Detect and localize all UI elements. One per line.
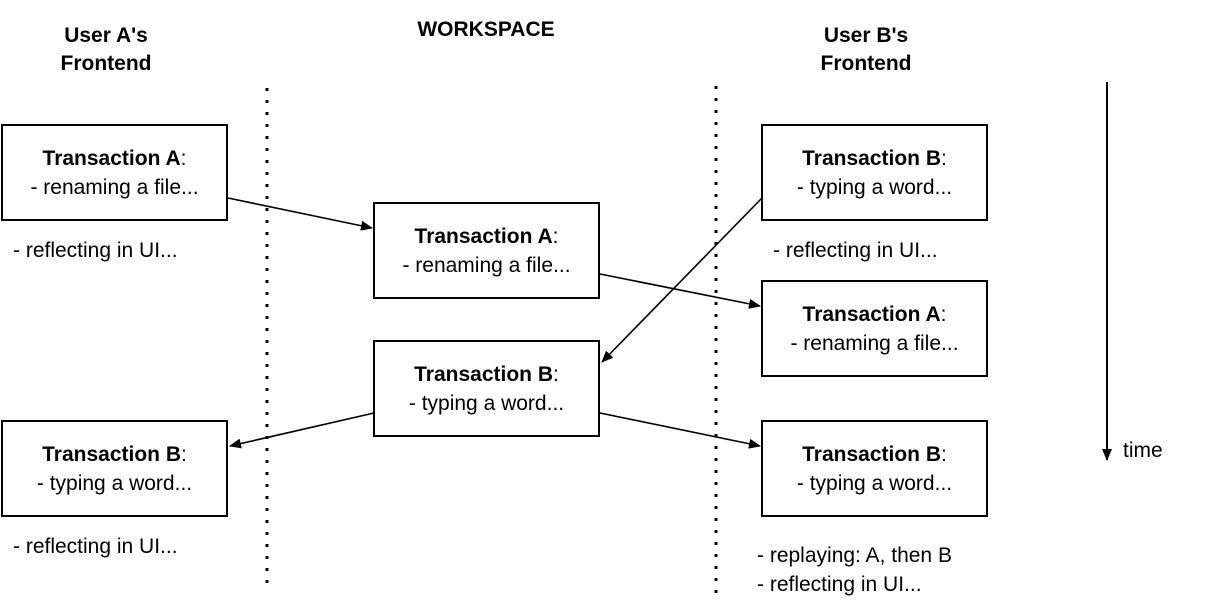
box-title-colon: :: [941, 146, 947, 170]
user-b-transaction-b-box-2: Transaction B: - typing a word...: [761, 420, 988, 517]
user-a-reflect-note-2: - reflecting in UI...: [13, 535, 178, 558]
box-title-colon: :: [940, 302, 947, 326]
arrow-a-to-workspace: [227, 197, 373, 231]
box-title-colon: :: [553, 362, 559, 386]
workspace-transaction-b-box: Transaction B: - typing a word...: [373, 340, 600, 437]
box-title-line: Transaction A:: [415, 222, 559, 251]
box-detail: - renaming a file...: [402, 253, 571, 277]
box-title-line: Transaction B:: [414, 360, 559, 389]
box-title-colon: :: [181, 442, 187, 466]
box-detail: - renaming a file...: [790, 331, 959, 355]
user-b-heading-line2: Frontend: [820, 52, 912, 75]
box-detail: - renaming a file...: [30, 175, 199, 199]
arrow-workspace-a-to-b: [599, 273, 761, 309]
box-title-line: Transaction A:: [803, 300, 947, 329]
user-a-heading: User A's Frontend: [36, 22, 176, 78]
user-a-transaction-b-box: Transaction B: - typing a word...: [1, 420, 228, 517]
user-b-replay-note: - replaying: A, then B: [757, 544, 952, 567]
arrow-b-to-workspace: [601, 197, 763, 363]
arrow-workspace-b-to-b: [599, 412, 761, 449]
box-title: Transaction A: [42, 146, 181, 170]
user-b-reflect-note-2: - reflecting in UI...: [757, 573, 922, 596]
box-title-line: Transaction B:: [42, 440, 187, 469]
box-title-colon: :: [180, 146, 187, 170]
user-a-transaction-a-box: Transaction A: - renaming a file...: [1, 124, 228, 221]
box-title-line: Transaction B:: [802, 144, 947, 173]
box-title-colon: :: [941, 442, 947, 466]
box-title: Transaction A: [414, 224, 553, 248]
user-b-transaction-a-box: Transaction A: - renaming a file...: [761, 280, 988, 377]
user-b-reflect-note-1: - reflecting in UI...: [773, 239, 938, 262]
box-title-colon: :: [552, 224, 559, 248]
box-title: Transaction B: [42, 442, 182, 466]
box-title-line: Transaction A:: [43, 144, 187, 173]
workspace-transaction-a-box: Transaction A: - renaming a file...: [373, 202, 600, 299]
box-title: Transaction A: [802, 302, 941, 326]
box-detail: - typing a word...: [796, 471, 953, 495]
box-detail: - typing a word...: [36, 471, 193, 495]
time-label: time: [1123, 439, 1163, 462]
user-a-heading-line1: User A's: [64, 24, 148, 47]
box-title: Transaction B: [414, 362, 554, 386]
user-b-heading-line1: User B's: [823, 24, 909, 47]
user-a-heading-line2: Frontend: [60, 52, 152, 75]
arrow-workspace-b-to-a: [229, 412, 375, 449]
box-title: Transaction B: [802, 442, 942, 466]
box-detail: - typing a word...: [796, 175, 953, 199]
user-b-transaction-b-box: Transaction B: - typing a word...: [761, 124, 988, 221]
box-title: Transaction B: [802, 146, 942, 170]
workspace-heading: WORKSPACE: [417, 18, 555, 41]
box-detail: - typing a word...: [408, 391, 565, 415]
box-title-line: Transaction B:: [802, 440, 947, 469]
user-a-reflect-note-1: - reflecting in UI...: [13, 239, 178, 262]
user-b-heading: User B's Frontend: [796, 22, 936, 78]
